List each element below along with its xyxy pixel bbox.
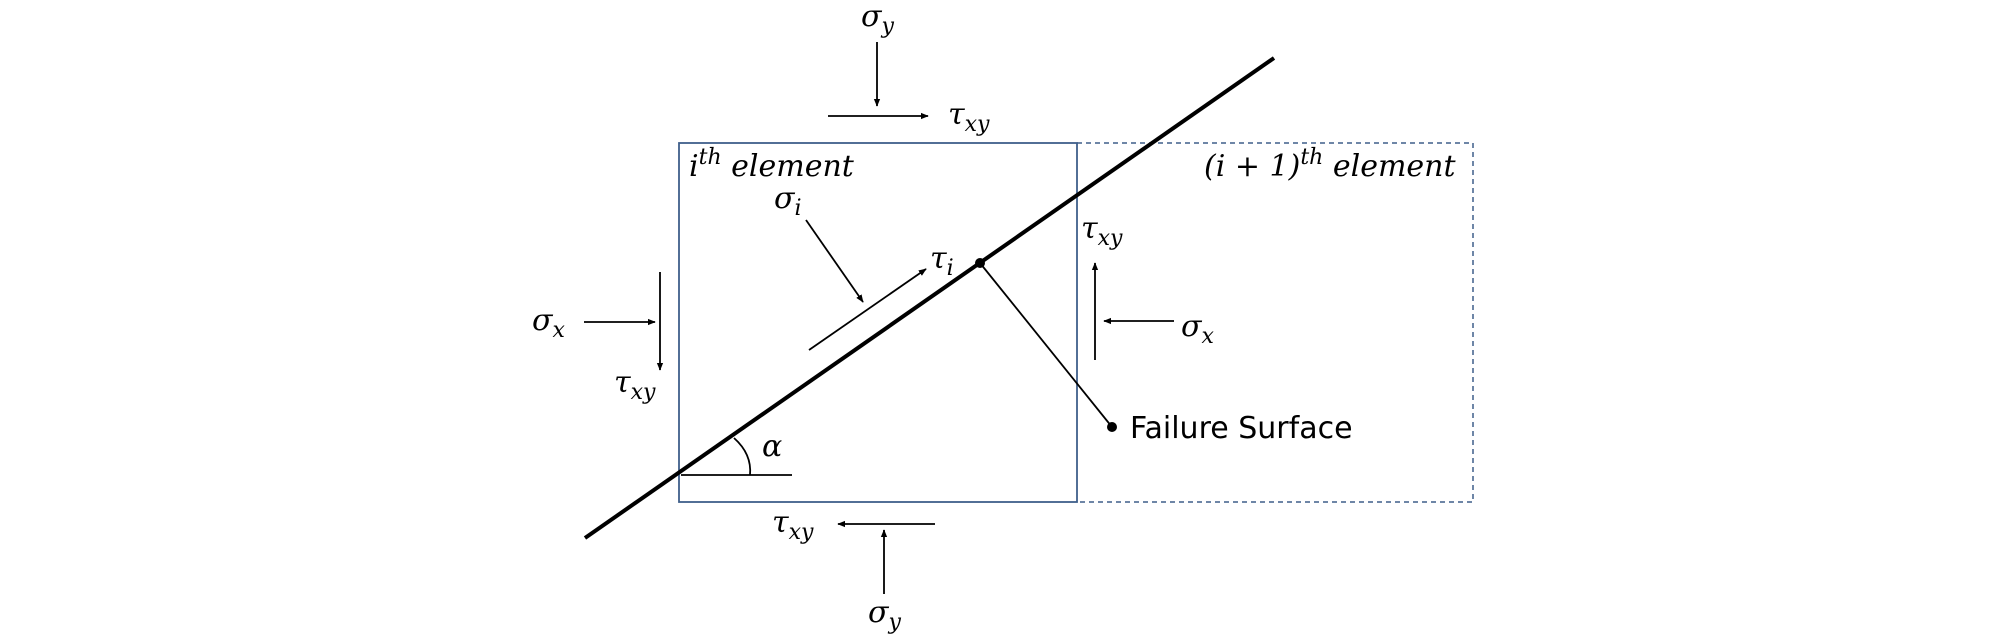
tau-i-arrow [808,268,927,351]
sigma-x-right-label: σx [1181,309,1214,349]
tau-xy-bottom-label: τxy [772,505,814,545]
tau-xy-top-label: τxy [948,97,990,137]
tau-xy-right-label: τxy [1081,211,1123,251]
alpha-label: α [762,429,782,464]
sigma-i-arrow [805,219,864,303]
failure-surface-line [583,56,1276,540]
ith-element-box [678,142,1078,503]
tau-i-label: τi [930,241,954,281]
failure-surface-leader [979,262,1113,428]
i-plus-1th-element-label: (i + 1)th element [1204,145,1456,184]
alpha-angle-arc [733,437,752,476]
sigma-i-label: σi [774,181,802,221]
sigma-x-left-label: σx [532,303,565,343]
ith-element-label: ith element [689,145,855,184]
i-plus-1th-element-box [1077,142,1474,503]
sigma-y-bottom-label: σy [868,595,901,635]
tau-xy-left-label: τxy [614,365,656,405]
failure-label-dot [1107,422,1117,432]
failure-surface-label: Failure Surface [1130,411,1353,446]
sigma-y-top-label: σy [861,0,894,39]
